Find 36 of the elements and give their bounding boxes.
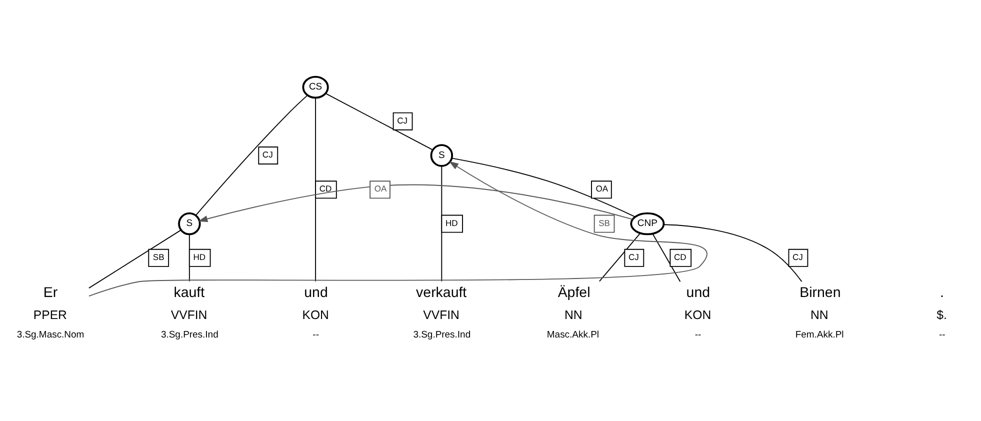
node-text: und KON -- (302, 284, 329, 341)
node-ellipse: CS (302, 76, 329, 99)
edge-label: HD (193, 252, 206, 262)
node-text: Birnen NN Fem.Akk.Pl (795, 284, 844, 341)
edge-label: CJ (792, 252, 803, 262)
connector (325, 93, 434, 150)
node-text: verkauft VVFIN 3.Sg.Pres.Ind (413, 284, 471, 341)
edge-label: CJ (397, 115, 408, 126)
edge-label: CD (319, 184, 332, 194)
edge-label: SB (598, 218, 610, 228)
node-text: . $. -- (936, 284, 947, 341)
edge-label: OA (596, 184, 608, 194)
node-circle: S (178, 212, 201, 236)
connector (88, 230, 182, 289)
connector (664, 224, 802, 282)
connector (195, 94, 308, 216)
node-text: und KON -- (684, 284, 712, 341)
edge-label: HD (445, 218, 458, 228)
edge-label: OA (374, 184, 387, 194)
arrow (198, 184, 633, 222)
edge-label: SB (152, 252, 164, 262)
connector (652, 233, 681, 282)
node-circle: S (430, 144, 454, 167)
edge-label: CJ (262, 150, 273, 160)
node-ellipse: CNP (630, 212, 665, 236)
node-text: Äpfel NN Masc.Akk.Pl (546, 284, 600, 341)
node-text: kauft VVFIN 3.Sg.Pres.Ind (160, 284, 218, 341)
edge-label: CD (674, 252, 686, 262)
edge-label: CJ (628, 252, 639, 262)
connector (315, 97, 316, 282)
connector (441, 166, 442, 282)
node-text: Er PPER 3.Sg.Masc.Nom (16, 284, 84, 341)
connector (451, 158, 636, 218)
connector (598, 232, 641, 282)
arrow (88, 161, 708, 297)
connector (188, 234, 190, 282)
